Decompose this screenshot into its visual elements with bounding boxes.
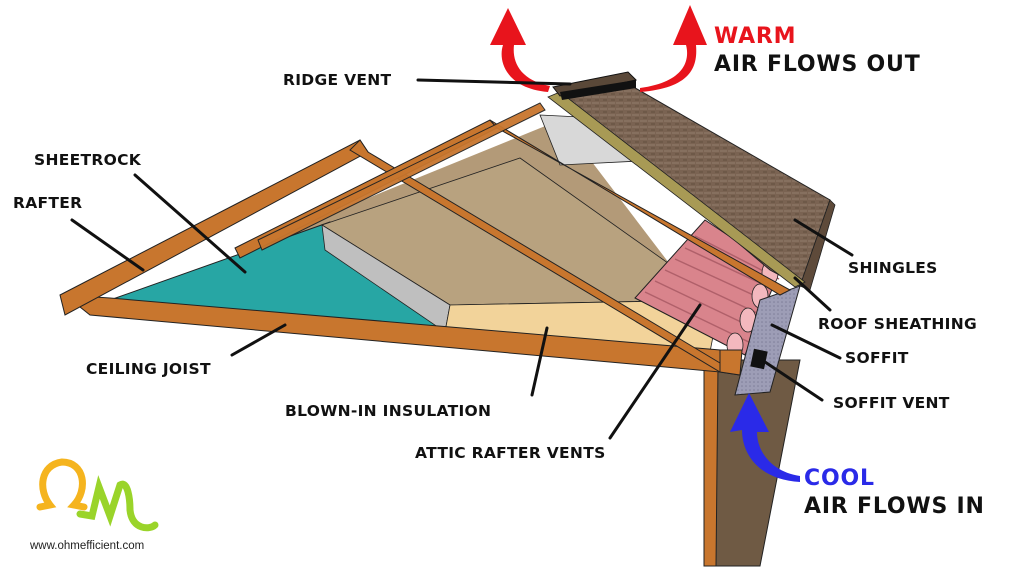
leader-shingles: [793, 218, 854, 257]
warm-arrow-left-icon: [490, 8, 550, 92]
label-air-flows-out: AIR FLOWS OUT: [714, 52, 921, 77]
leader-soffit-vent: [763, 360, 824, 402]
leader-sheetrock: [133, 173, 247, 274]
logo-m-mark: [76, 475, 159, 532]
label-rafter: RAFTER: [13, 194, 83, 212]
warm-arrow-right-icon: [640, 5, 707, 92]
cool-air-arrow-icon: [730, 393, 800, 482]
soffit: [734, 285, 801, 396]
label-sheetrock: SHEETROCK: [34, 151, 142, 169]
label-blown-in-insulation: BLOWN-IN INSULATION: [285, 402, 492, 420]
soffit-vent: [750, 348, 768, 370]
label-warm: WARM: [714, 24, 797, 49]
leader-ridge-vent: [416, 78, 572, 86]
label-shingles: SHINGLES: [848, 259, 938, 277]
label-air-flows-in: AIR FLOWS IN: [804, 494, 985, 519]
roof-sheathing: [547, 91, 806, 288]
leader-soffit: [770, 323, 842, 360]
logo-url: www.ohmefficient.com: [30, 540, 145, 552]
ohmefficient-logo: [36, 458, 159, 532]
ridge-vent: [552, 71, 638, 100]
leader-rafter: [70, 218, 145, 272]
framing: [59, 102, 792, 376]
attic-rafter-vents: [634, 219, 781, 358]
label-ceiling-joist: CEILING JOIST: [86, 360, 211, 378]
label-roof-sheathing: ROOF SHEATHING: [818, 315, 977, 333]
exterior-wall: [703, 359, 801, 567]
label-soffit: SOFFIT: [845, 349, 909, 367]
label-attic-rafter-vents: ATTIC RAFTER VENTS: [415, 444, 606, 462]
warm-air-arrows: [490, 5, 707, 92]
leader-ceiling-joist: [230, 323, 287, 357]
leader-attic-rafter-vents: [608, 303, 702, 440]
label-soffit-vent: SOFFIT VENT: [833, 394, 950, 412]
leader-roof-sheathing: [793, 276, 832, 312]
label-ridge-vent: RIDGE VENT: [283, 71, 392, 89]
logo-omega-mark: [36, 458, 88, 511]
leader-blown-in: [530, 326, 549, 397]
leader-lines: [70, 78, 854, 440]
label-cool: COOL: [804, 466, 875, 491]
